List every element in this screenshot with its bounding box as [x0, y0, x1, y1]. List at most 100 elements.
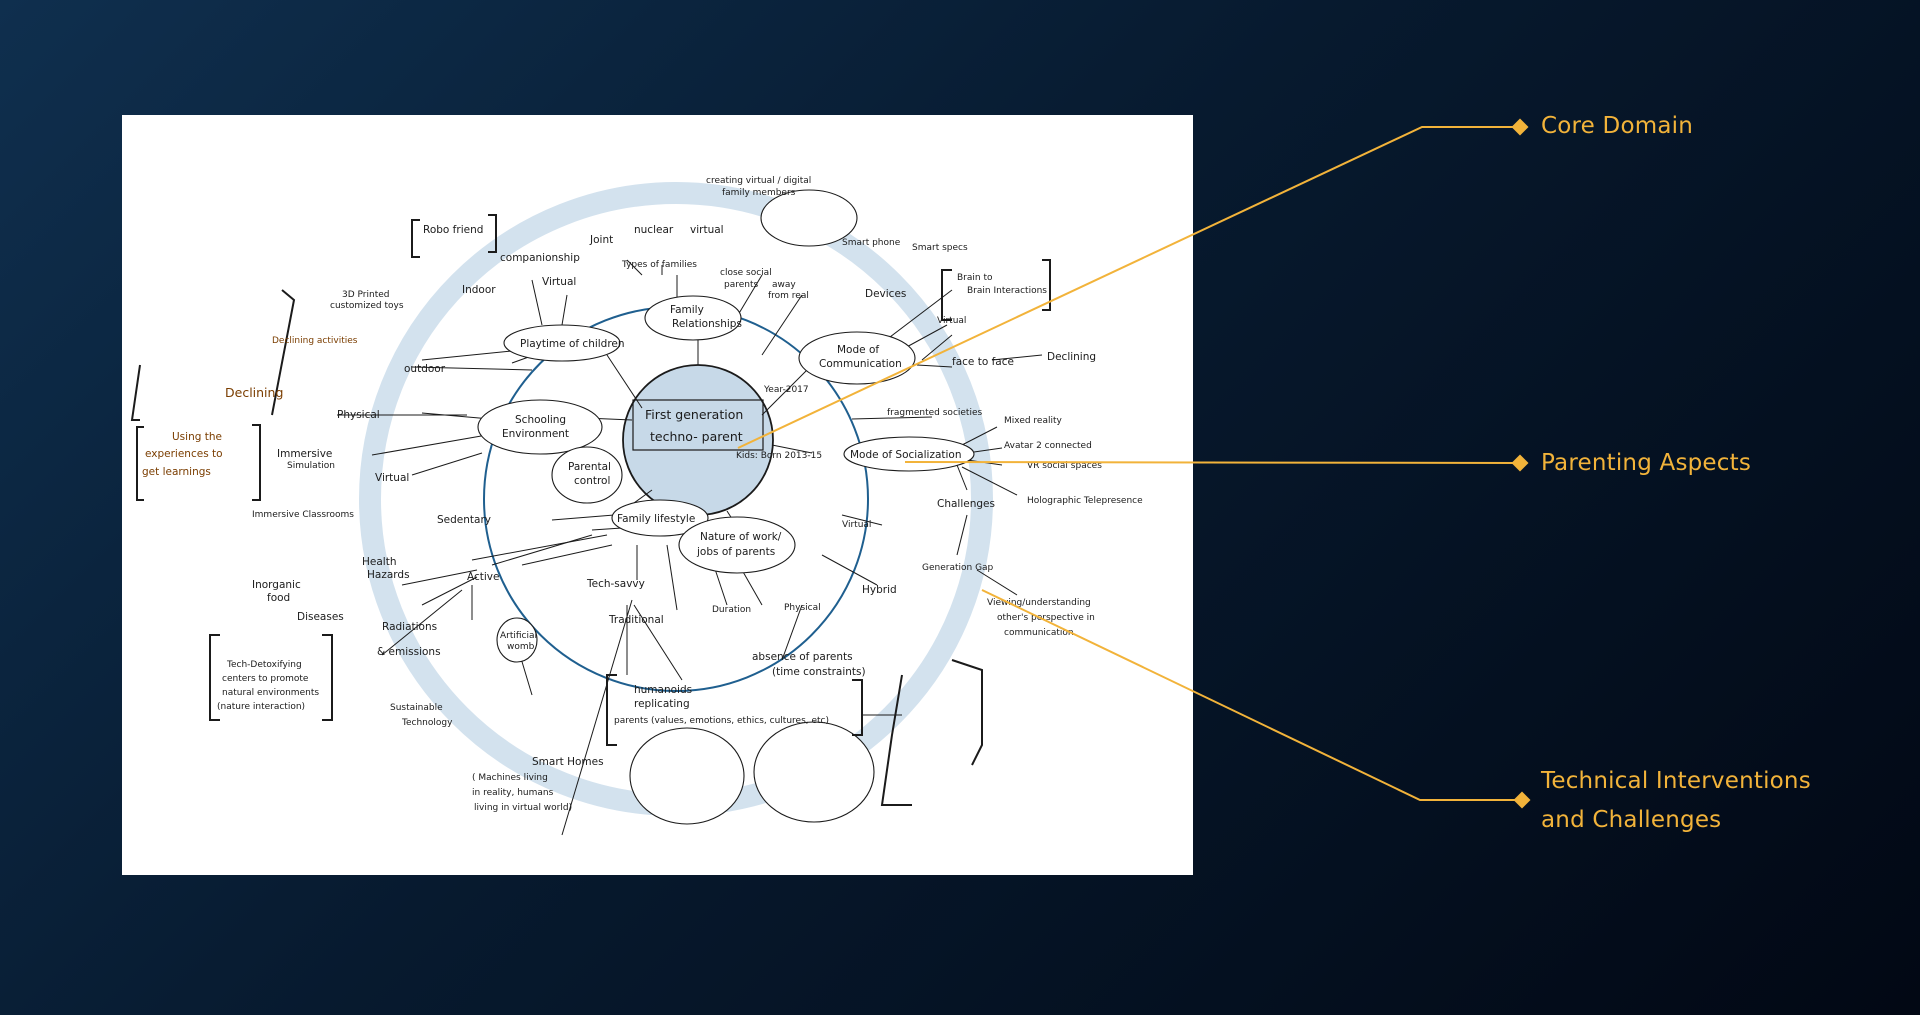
note-physical-work: Physical — [784, 603, 821, 613]
note-virtual-work: Virtual — [842, 520, 871, 530]
note-absence-b: (time constraints) — [772, 666, 866, 678]
note-health-a: Health — [362, 556, 396, 568]
note-from-real: from real — [768, 291, 809, 301]
aspect-lifestyle: Family lifestyle — [617, 513, 695, 525]
note-mixed: Mixed reality — [1004, 416, 1063, 426]
label-core-domain: Core Domain — [1541, 113, 1693, 139]
note-creating-a: creating virtual / digital — [706, 176, 811, 186]
note-brain-a: Brain to — [957, 273, 993, 283]
note-outdoor: outdoor — [404, 363, 446, 375]
note-generation-gap: Generation Gap — [922, 563, 994, 573]
marker-parenting-aspects — [1511, 454, 1529, 472]
note-year: Year-2017 — [763, 385, 809, 395]
note-types: Types of families — [621, 260, 697, 270]
note-virtual-comm: Virtual — [937, 316, 966, 326]
note-smart-homes-a: Smart Homes — [532, 756, 604, 768]
note-virtual-school: Virtual — [375, 472, 409, 484]
note-declining-comm: Declining — [1047, 351, 1096, 363]
mind-map-drawing: First generation techno- parent Playtime… — [130, 176, 1143, 836]
aspect-communication-a: Mode of — [837, 344, 879, 356]
note-tech-savvy: Tech-savvy — [586, 578, 645, 590]
note-immersive-classrooms: Immersive Classrooms — [252, 510, 354, 520]
note-toys-b: customized toys — [330, 301, 404, 311]
aspect-playtime: Playtime of children — [520, 338, 625, 350]
note-diseases: Diseases — [297, 611, 344, 623]
note-avatar: Avatar 2 connected — [1004, 441, 1092, 451]
note-challenges: Challenges — [937, 498, 995, 510]
note-robo-friend: Robo friend — [423, 224, 483, 236]
note-inorganic-b: food — [267, 592, 290, 604]
note-brain-b: Brain Interactions — [967, 286, 1047, 296]
note-declining-play: Declining — [225, 385, 283, 400]
mind-map-sheet: First generation techno- parent Playtime… — [122, 115, 1193, 875]
aspect-parental-b: control — [574, 475, 610, 487]
aspect-schooling-b: Environment — [502, 428, 569, 440]
note-health-b: Hazards — [367, 569, 410, 581]
marker-technical — [1513, 791, 1531, 809]
label-parenting-aspects: Parenting Aspects — [1541, 450, 1752, 476]
note-humanoids-b: replicating — [634, 698, 690, 710]
note-nuclear: nuclear — [634, 224, 674, 236]
note-detox-d: (nature interaction) — [217, 702, 305, 712]
note-immersive-b: Simulation — [287, 461, 335, 471]
label-technical-interventions: Technical Interventions and Challenges — [1541, 768, 1811, 833]
aspect-work-a: Nature of work/ — [700, 531, 782, 543]
marker-core-domain — [1511, 118, 1529, 136]
aspect-schooling-a: Schooling — [515, 414, 566, 426]
note-viewing-a: Viewing/understanding — [987, 598, 1091, 608]
note-vr-spaces: VR social spaces — [1027, 461, 1102, 471]
note-virtual-play: Virtual — [542, 276, 576, 288]
aspect-parental-a: Parental — [568, 461, 611, 473]
note-holographic: Holographic Telepresence — [1027, 496, 1143, 506]
note-traditional: Traditional — [608, 614, 664, 626]
note-sustainable-b: Technology — [401, 718, 453, 728]
note-radiations-b: & emissions — [377, 646, 441, 658]
note-smart-specs: Smart specs — [912, 243, 968, 253]
note-detox-c: natural environments — [222, 688, 319, 698]
aspect-socialization: Mode of Socialization — [850, 449, 962, 461]
aspect-family-a: Family — [670, 304, 704, 316]
note-parents: parents — [724, 280, 759, 290]
note-sedentary: Sedentary — [437, 514, 491, 526]
note-absence-a: absence of parents — [752, 651, 853, 663]
note-active: Active — [467, 571, 499, 583]
note-humanoids-a: humanoids — [634, 684, 692, 696]
note-kids: Kids: Born 2013-15 — [736, 451, 822, 461]
note-inorganic-a: Inorganic — [252, 579, 301, 591]
note-sustainable-a: Sustainable — [390, 703, 443, 713]
core-line-2: techno- parent — [650, 429, 743, 444]
note-away: away — [772, 280, 796, 290]
note-duration: Duration — [712, 605, 751, 615]
note-hybrid: Hybrid — [862, 584, 897, 596]
note-using-c: get learnings — [142, 466, 211, 478]
note-using-a: Using the — [172, 431, 222, 443]
note-face: face to face — [952, 356, 1014, 368]
note-creating-b: family members — [722, 188, 796, 198]
note-indoor: Indoor — [462, 284, 496, 296]
note-radiations-a: Radiations — [382, 621, 437, 633]
note-immersive-a: Immersive — [277, 448, 332, 460]
aspect-family-b: Relationships — [672, 318, 742, 330]
note-smart-phone: Smart phone — [842, 238, 901, 248]
note-viewing-b: other's perspective in — [997, 613, 1095, 623]
note-detox-a: Tech-Detoxifying — [226, 660, 302, 670]
note-companionship: companionship — [500, 252, 580, 264]
note-fragmented: fragmented societies — [887, 408, 982, 418]
note-detox-b: centers to promote — [222, 674, 309, 684]
note-artificial-a: Artificial — [500, 631, 537, 641]
note-humanoids-c: parents (values, emotions, ethics, cultu… — [614, 716, 829, 726]
note-smart-homes-b: ( Machines living — [472, 773, 548, 783]
note-virtual-family: virtual — [690, 224, 724, 236]
note-smart-homes-c: in reality, humans — [472, 788, 554, 798]
note-joint: Joint — [589, 234, 613, 246]
note-artificial-b: womb — [507, 642, 535, 652]
note-close: close social — [720, 268, 772, 278]
aspect-communication-b: Communication — [819, 358, 902, 370]
aspect-work-b: jobs of parents — [696, 546, 775, 558]
note-devices: Devices — [865, 288, 906, 300]
note-smart-homes-d: living in virtual world) — [474, 803, 572, 813]
note-toys-a: 3D Printed — [342, 290, 389, 300]
note-declining-activities: Declining activities — [272, 336, 358, 346]
note-viewing-c: communication — [1004, 628, 1074, 638]
